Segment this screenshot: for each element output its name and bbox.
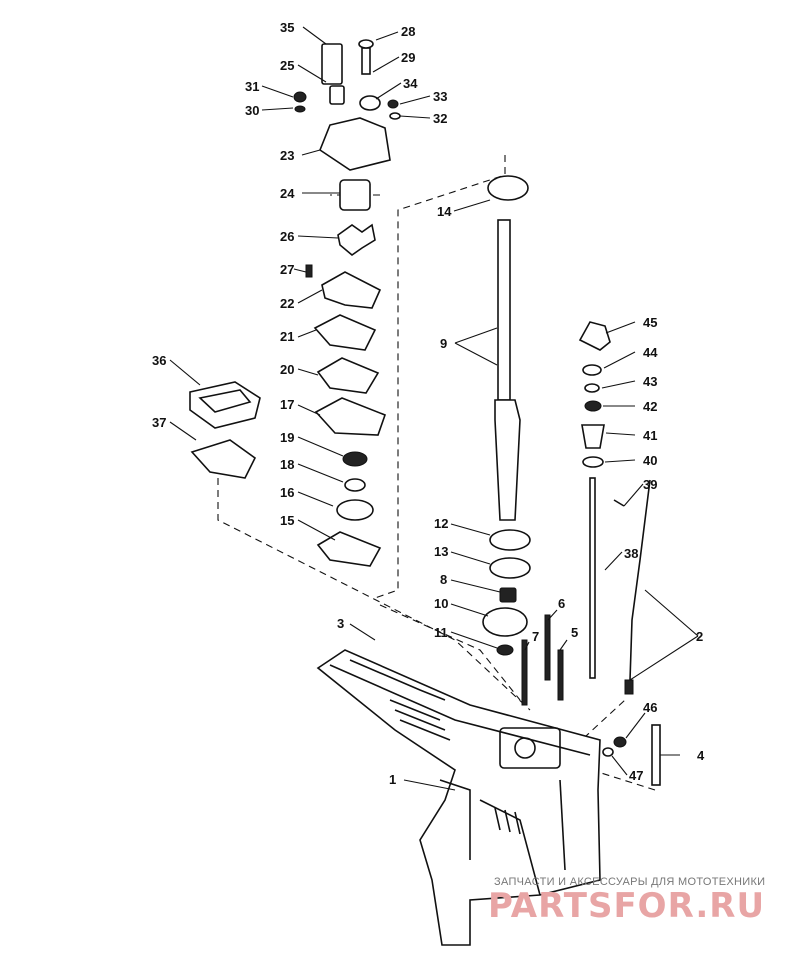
callout-label: 44: [643, 345, 658, 360]
watermark-caption: ЗАПЧАСТИ И АКСЕССУАРЫ ДЛЯ МОТОТЕХНИКИ: [494, 876, 766, 888]
callout-label: 28: [401, 24, 415, 39]
callout-label: 31: [245, 79, 259, 94]
callout-label: 45: [643, 315, 657, 330]
callout-label: 7: [532, 629, 539, 644]
callout-label: 23: [280, 148, 294, 163]
callout-label: 43: [643, 374, 657, 389]
callout-label: 9: [440, 336, 447, 351]
callout-label: 34: [403, 76, 418, 91]
water-pump-parts: [293, 39, 401, 567]
callout-label: 39: [643, 477, 657, 492]
callout-label: 41: [643, 428, 657, 443]
callout-label: 1: [389, 772, 396, 787]
callout-label: 33: [433, 89, 447, 104]
callout-label: 11: [434, 625, 448, 640]
callout-label: 19: [280, 430, 294, 445]
callout-label: 4: [697, 748, 705, 763]
callout-label: 18: [280, 457, 294, 472]
callout-label: 25: [280, 58, 294, 73]
callout-label: 5: [571, 625, 578, 640]
callout-label: 21: [280, 329, 294, 344]
callout-label: 47: [629, 768, 643, 783]
callout-label: 32: [433, 111, 447, 126]
gearcase-housing: [316, 649, 601, 946]
callout-label: 6: [558, 596, 565, 611]
callout-label: 3: [337, 616, 344, 631]
part-callouts: 1 2 3 4 5 6 7 8 9 10 11 12 13 14 15 16 1…: [152, 20, 705, 787]
watermark-logo: PARTSFOR.RU: [488, 886, 766, 926]
callout-label: 17: [280, 397, 294, 412]
cover-plates: [189, 381, 261, 479]
callout-label: 15: [280, 513, 294, 528]
callout-label: 27: [280, 262, 294, 277]
callout-label: 16: [280, 485, 294, 500]
callout-label: 2: [696, 629, 703, 644]
callout-label: 42: [643, 399, 657, 414]
callout-label: 26: [280, 229, 294, 244]
driveshaft-parts: [482, 175, 564, 706]
callout-label: 14: [437, 204, 452, 219]
callout-label: 40: [643, 453, 657, 468]
callout-label: 46: [643, 700, 657, 715]
callout-label: 24: [280, 186, 295, 201]
callout-label: 20: [280, 362, 294, 377]
callout-label: 29: [401, 50, 415, 65]
callout-label: 22: [280, 296, 294, 311]
callout-label: 30: [245, 103, 259, 118]
callout-label: 10: [434, 596, 448, 611]
leader-lines: [169, 26, 699, 791]
callout-label: 35: [280, 20, 294, 35]
callout-label: 37: [152, 415, 166, 430]
callout-label: 12: [434, 516, 448, 531]
callout-label: 13: [434, 544, 448, 559]
callout-label: 38: [624, 546, 638, 561]
callout-label: 36: [152, 353, 166, 368]
callout-label: 8: [440, 572, 447, 587]
shift-parts: [578, 321, 661, 786]
